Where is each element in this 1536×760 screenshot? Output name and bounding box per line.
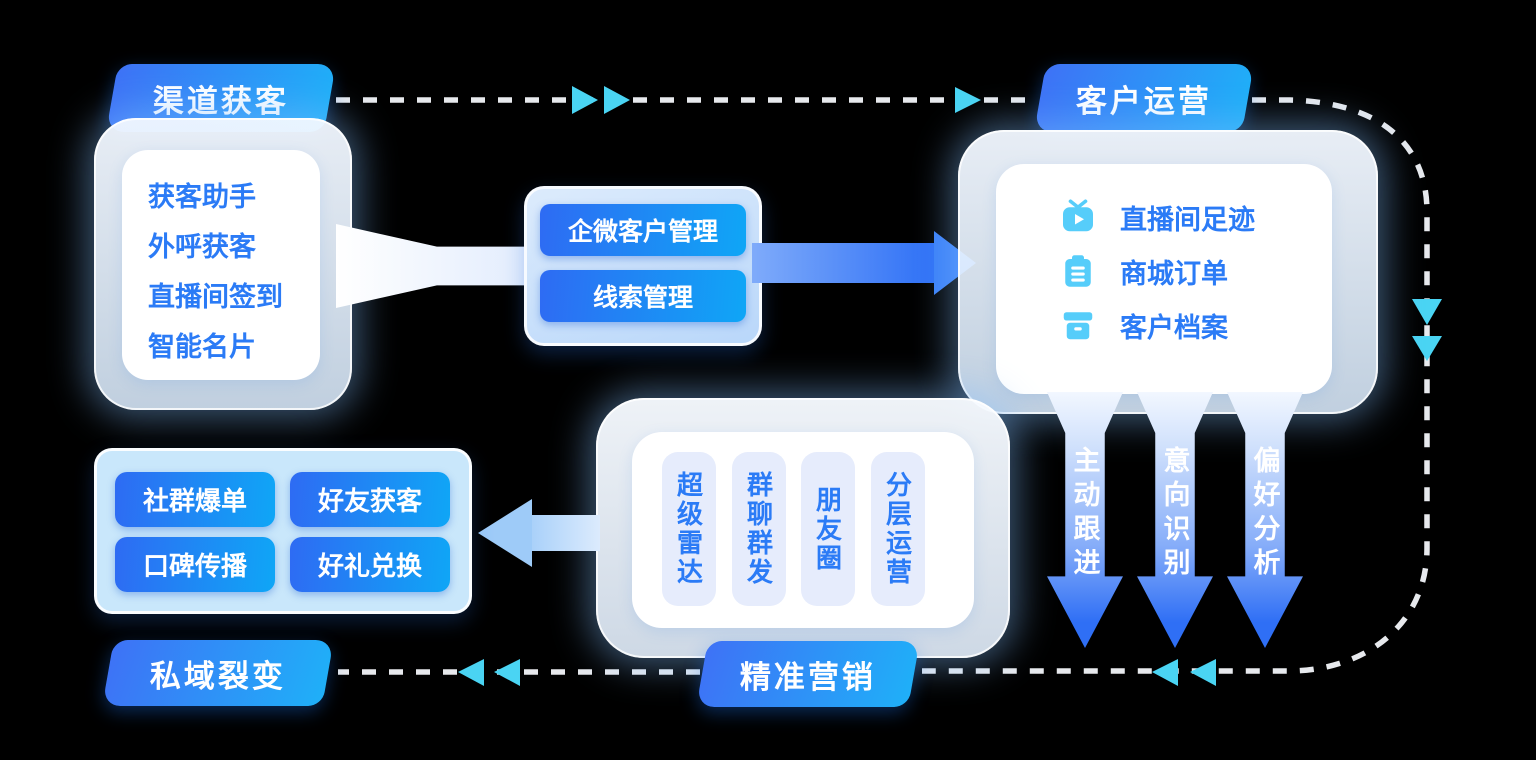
arrowhead-right-icon <box>955 87 981 113</box>
live-tv-icon <box>1063 199 1093 232</box>
gift-redeem-button[interactable]: 好礼兑换 <box>290 537 450 592</box>
marketing-pill: 分层运营 <box>871 452 925 606</box>
down-arrow-follow-up: 主动跟进 <box>1047 392 1123 648</box>
fission-panel: 社群爆单 好友获客 口碑传播 好礼兑换 <box>94 448 472 614</box>
solid-arrow-right <box>752 243 934 283</box>
ops-row: 商城订单 <box>1060 245 1332 297</box>
arrowhead-left-icon <box>458 659 484 686</box>
solid-arrow-left-head-icon <box>478 499 532 567</box>
badge-precision-marketing: 精准营销 <box>696 641 920 707</box>
funnel-arrow <box>336 224 530 308</box>
marketing-pill: 超级雷达 <box>662 452 716 606</box>
ops-row: 直播间足迹 <box>1060 191 1332 243</box>
marketing-pill: 群聊群发 <box>732 452 786 606</box>
channel-panel: 获客助手 外呼获客 直播间签到 智能名片 <box>94 118 352 410</box>
customer-ops-panel: 直播间足迹 商城订单 客户档案 <box>958 130 1378 414</box>
clipboard-order-icon <box>1065 255 1091 287</box>
arrowhead-left-icon <box>494 659 520 686</box>
channel-item: 获客助手 <box>148 182 256 212</box>
button-label: 好礼兑换 <box>317 551 422 581</box>
channel-list: 获客助手 外呼获客 直播间签到 智能名片 <box>122 150 320 380</box>
management-panel: 企微客户管理 线索管理 <box>524 186 762 346</box>
badge-marketing-label: 精准营销 <box>740 659 876 695</box>
pill-label: 群聊群发 <box>743 471 774 587</box>
down-arrow-label: 偏好分析 <box>1249 446 1280 582</box>
badge-fission-label: 私域裂变 <box>150 658 286 694</box>
badge-customer-ops-label: 客户运营 <box>1076 83 1212 119</box>
marketing-pill: 朋友圈 <box>801 452 855 606</box>
down-arrow-intent: 意向识别 <box>1137 392 1213 648</box>
channel-item: 智能名片 <box>148 332 256 362</box>
archive-box-icon <box>1063 312 1093 340</box>
button-label: 社群爆单 <box>142 486 247 516</box>
badge-private-domain-fission: 私域裂变 <box>102 640 334 706</box>
down-arrow-label: 意向识别 <box>1159 446 1190 582</box>
arrowhead-down-icon <box>1412 336 1442 361</box>
arrowhead-right-icon <box>572 86 598 114</box>
wecom-customer-management-button[interactable]: 企微客户管理 <box>540 204 746 256</box>
customer-ops-list: 直播间足迹 商城订单 客户档案 <box>996 164 1332 394</box>
channel-item: 外呼获客 <box>148 232 256 262</box>
button-label: 企微客户管理 <box>567 218 718 246</box>
button-label: 口碑传播 <box>142 551 247 581</box>
pill-label: 朋友圈 <box>812 485 843 573</box>
pill-label: 分层运营 <box>882 471 913 587</box>
ops-row: 客户档案 <box>1060 299 1332 351</box>
ops-item-label: 客户档案 <box>1120 312 1228 343</box>
friend-acquisition-button[interactable]: 好友获客 <box>290 472 450 527</box>
arrowhead-right-icon <box>604 86 630 114</box>
lead-management-button[interactable]: 线索管理 <box>540 270 746 322</box>
pill-label: 超级雷达 <box>673 471 704 587</box>
solid-arrow-left <box>530 515 600 551</box>
down-arrow-label: 主动跟进 <box>1069 446 1100 582</box>
arrowhead-left-icon <box>1152 659 1178 686</box>
button-label: 好友获客 <box>317 486 422 516</box>
arrowhead-left-icon <box>1190 659 1216 686</box>
community-burst-button[interactable]: 社群爆单 <box>115 472 275 527</box>
badge-customer-operations: 客户运营 <box>1034 64 1254 132</box>
down-arrow-preference: 偏好分析 <box>1227 392 1303 648</box>
badge-channel-label: 渠道获客 <box>153 83 289 119</box>
ops-item-label: 直播间足迹 <box>1120 204 1255 235</box>
marketing-pill-group: 超级雷达 群聊群发 朋友圈 分层运营 <box>632 432 974 628</box>
channel-item: 直播间签到 <box>148 282 283 312</box>
word-of-mouth-button[interactable]: 口碑传播 <box>115 537 275 592</box>
ops-item-label: 商城订单 <box>1120 258 1228 289</box>
button-label: 线索管理 <box>592 284 693 312</box>
arrowhead-down-icon <box>1412 299 1442 325</box>
marketing-panel: 超级雷达 群聊群发 朋友圈 分层运营 <box>596 398 1010 658</box>
